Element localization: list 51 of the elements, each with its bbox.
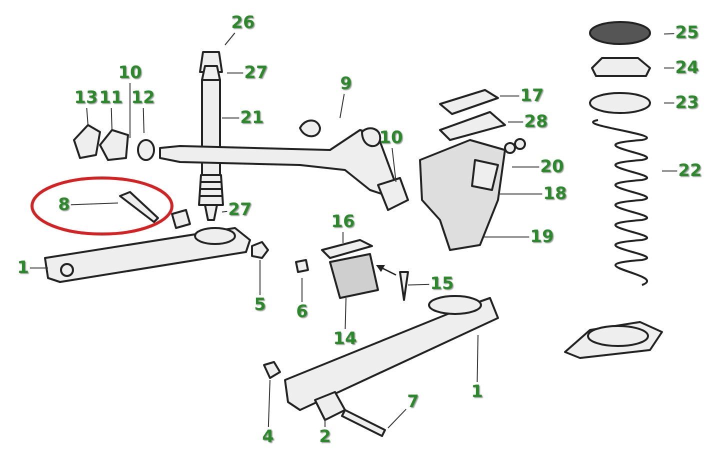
callout-number: 19 (530, 228, 554, 246)
callout-number: 7 (407, 393, 419, 411)
leader-line (226, 72, 244, 74)
callout-number: 18 (543, 185, 567, 203)
callout-number: 22 (678, 162, 702, 180)
callout-number: 1 (17, 259, 29, 277)
callout-number: 9 (340, 75, 352, 93)
leader-line (222, 210, 228, 212)
callout-number: 6 (296, 303, 308, 321)
leader-line (70, 202, 118, 206)
callout-number: 2 (319, 428, 331, 446)
callout-number: 13 (74, 89, 98, 107)
leader-line (142, 108, 144, 134)
callout-number: 10 (379, 129, 403, 147)
leader-line (110, 108, 112, 130)
callout-number: 27 (244, 64, 268, 82)
leader-line (224, 32, 236, 46)
leader-line (86, 108, 88, 126)
leader-line (392, 148, 396, 182)
leader-line (664, 102, 675, 104)
leader-line (340, 94, 345, 118)
callout-number: 27 (228, 201, 252, 219)
leader-line (512, 166, 540, 168)
callout-number: 1 (471, 383, 483, 401)
callout-number: 20 (540, 158, 564, 176)
callout-number: 5 (254, 296, 266, 314)
leader-line (324, 418, 326, 428)
callout-number: 25 (675, 24, 699, 42)
leader-line (344, 298, 346, 330)
callout-number: 17 (520, 87, 544, 105)
leader-line (484, 236, 530, 238)
callout-number: 8 (58, 196, 70, 214)
callout-number: 16 (331, 213, 355, 231)
callout-number: 21 (240, 109, 264, 127)
callout-number: 14 (333, 330, 357, 348)
leader-line (388, 408, 407, 428)
leader-line (664, 33, 675, 34)
leader-line (342, 232, 344, 244)
leader-line (662, 170, 678, 172)
callout-number: 28 (524, 113, 548, 131)
callout-number: 10 (118, 64, 142, 82)
leader-line (408, 284, 430, 286)
callout-number: 11 (99, 89, 123, 107)
callout-number: 4 (262, 428, 274, 446)
leader-line (268, 380, 270, 428)
callout-number: 15 (430, 275, 454, 293)
callout-number: 24 (675, 59, 699, 77)
callout-number: 12 (131, 89, 155, 107)
callout-number: 26 (231, 14, 255, 32)
leader-line (476, 334, 478, 382)
callout-number: 23 (675, 94, 699, 112)
